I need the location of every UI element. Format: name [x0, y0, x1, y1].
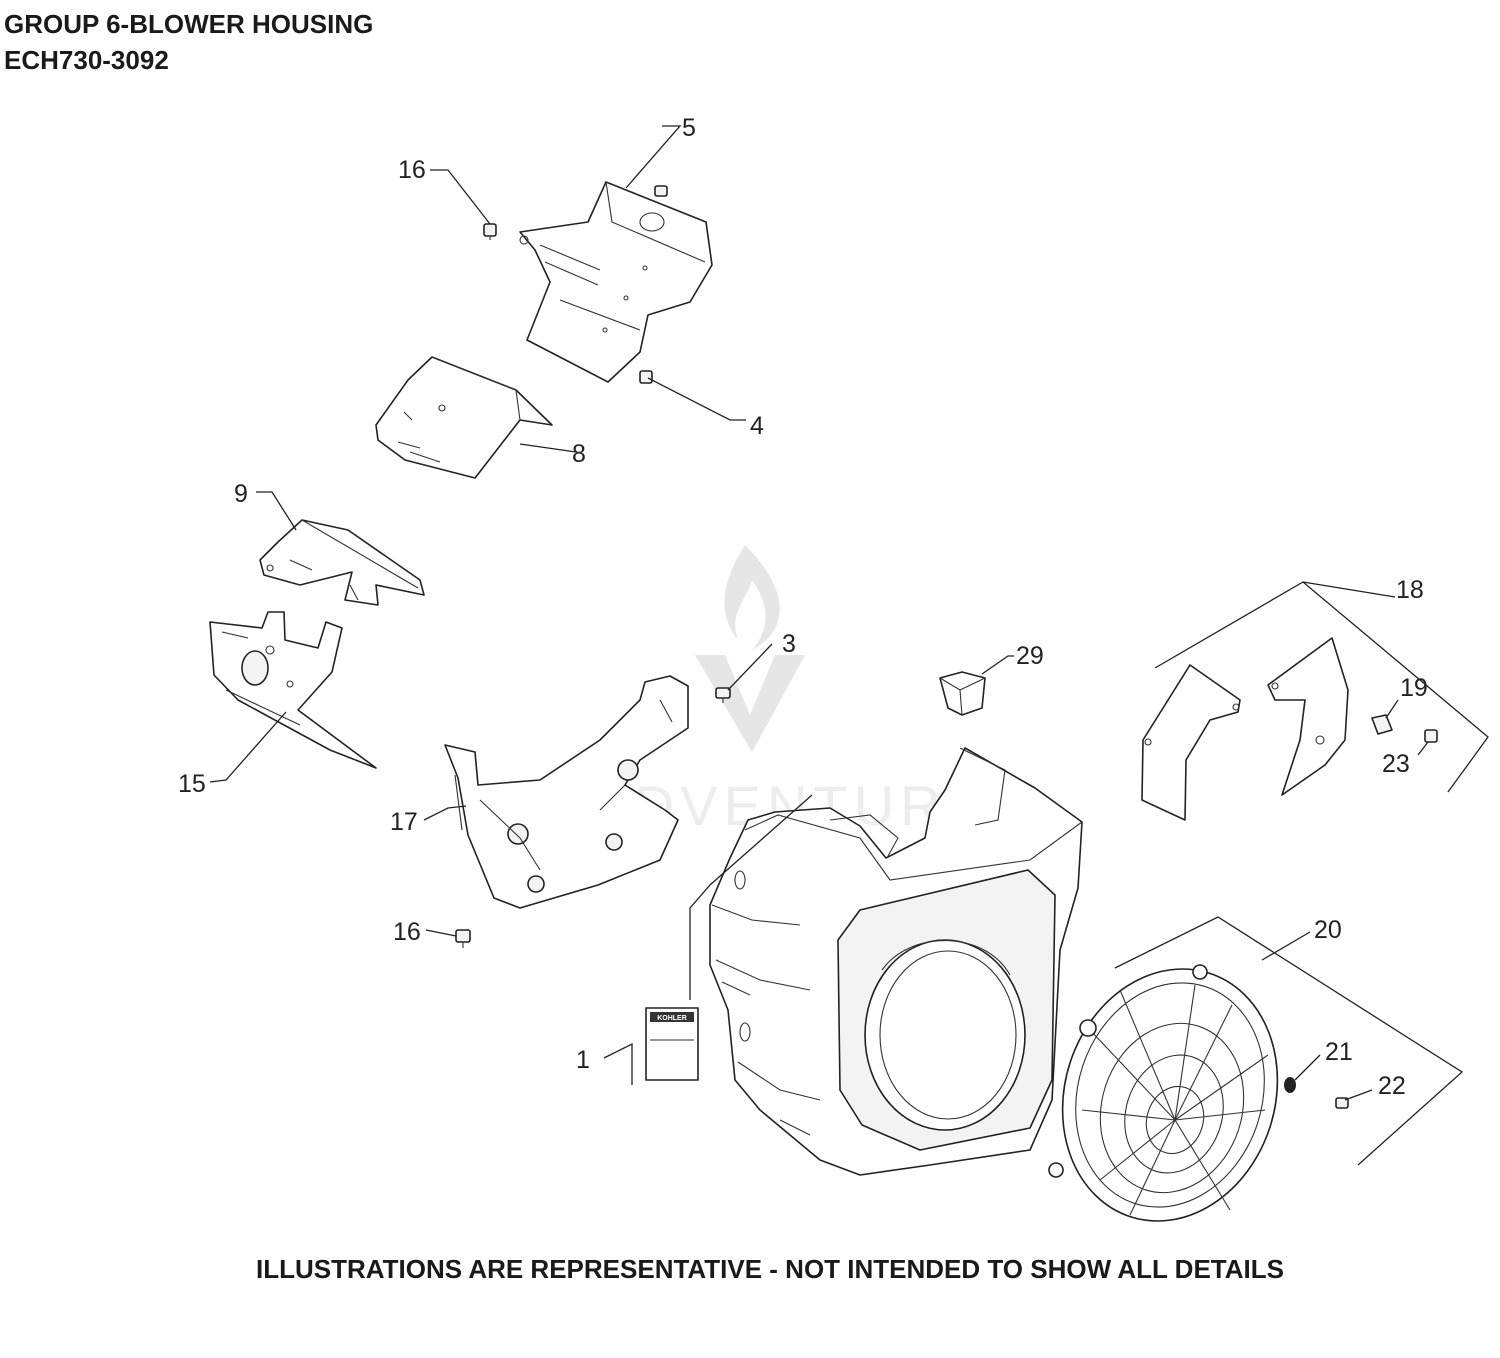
part-5-upper-baffle: [519, 181, 713, 383]
callout-3: 3: [782, 630, 796, 658]
part-16-screw-lower: [455, 929, 471, 948]
part-1-decal: KOHLER: [645, 1007, 699, 1081]
callout-numbers: 5 16 4 8 9 15 17 16 3 29 1 18 19 23 20 2…: [178, 114, 1428, 1100]
model-number: ECH730-3092: [4, 45, 169, 75]
part-18-baffle-plates: [1141, 637, 1349, 821]
part-20-grille-screen: [1048, 964, 1279, 1222]
part-15-side-baffle: [209, 611, 377, 769]
callout-15: 15: [178, 770, 206, 798]
part-22-screw: [1335, 1097, 1349, 1109]
callout-4: 4: [750, 412, 764, 440]
callout-8: 8: [572, 440, 586, 468]
callout-20: 20: [1314, 916, 1342, 944]
callout-21: 21: [1325, 1038, 1353, 1066]
part-4-screw: [639, 370, 653, 384]
callout-17: 17: [390, 808, 418, 836]
callout-18: 18: [1396, 576, 1424, 604]
screw-top-5: [654, 185, 668, 197]
leader-lines: [209, 125, 1489, 1166]
part-17-shroud-plate: [444, 675, 689, 909]
part-9-bracket: [259, 519, 425, 606]
callout-19: 19: [1400, 674, 1428, 702]
group-title: GROUP 6-BLOWER HOUSING: [4, 9, 374, 39]
decal-brand: KOHLER: [657, 1015, 687, 1022]
part-3-screw: [715, 687, 731, 703]
callout-16-lower: 16: [393, 918, 421, 946]
part-8-baffle: [375, 356, 553, 479]
part-29-clip: [939, 671, 986, 716]
disclaimer-note: ILLUSTRATIONS ARE REPRESENTATIVE - NOT I…: [256, 1254, 1284, 1284]
callout-5: 5: [682, 114, 696, 142]
callout-23: 23: [1382, 750, 1410, 778]
page-header: GROUP 6-BLOWER HOUSING ECH730-3092: [4, 6, 373, 78]
part-19-nut: [1371, 714, 1393, 735]
watermark-flame-icon: [724, 545, 780, 650]
part-16-screw-top: [483, 223, 497, 240]
callout-22: 22: [1378, 1072, 1406, 1100]
callout-16-top: 16: [398, 156, 426, 184]
callout-1: 1: [576, 1046, 590, 1074]
watermark-v-icon: [695, 655, 805, 752]
part-23-screw: [1424, 729, 1438, 743]
callout-9: 9: [234, 480, 248, 508]
blower-housing: [709, 747, 1083, 1176]
callout-29: 29: [1016, 642, 1044, 670]
part-21-fastener: [1284, 1077, 1296, 1093]
